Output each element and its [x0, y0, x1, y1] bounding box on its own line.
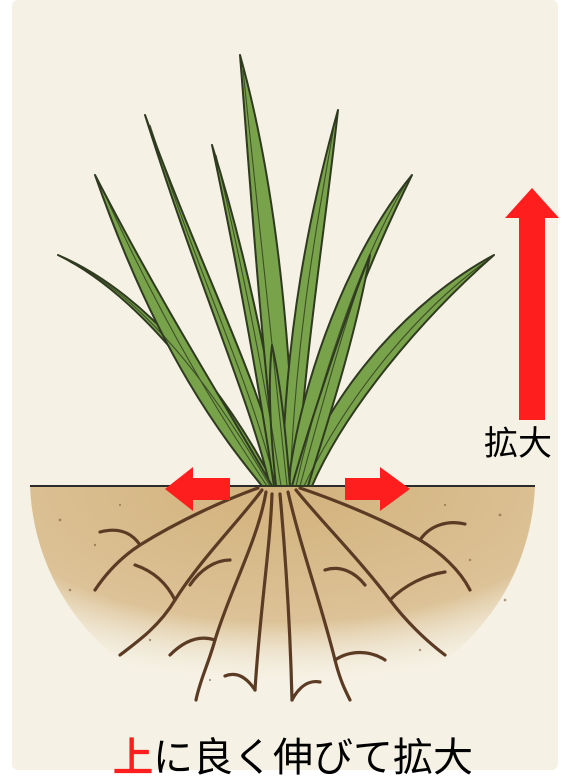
- leaves: [58, 55, 494, 486]
- arrow-up-icon: [505, 188, 559, 420]
- caption: 上に良く伸びて拡大: [0, 734, 586, 782]
- caption-mark: 上: [113, 735, 153, 781]
- expand-label: 拡大: [484, 424, 552, 464]
- caption-text: に良く伸びて拡大: [153, 735, 473, 781]
